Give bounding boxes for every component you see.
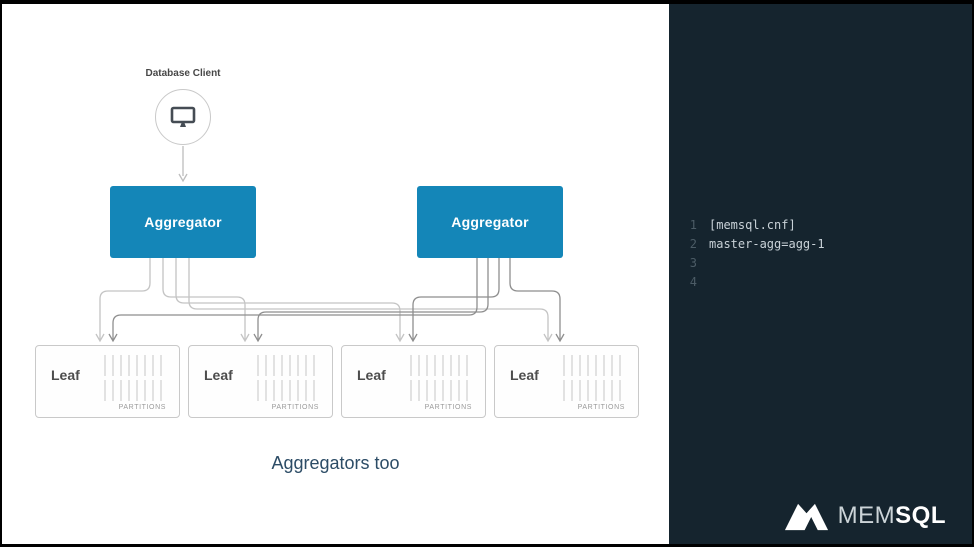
arrowhead-dark-leaf1 — [108, 333, 118, 343]
memsql-logo-icon — [784, 503, 828, 531]
line-number: 3 — [689, 256, 697, 270]
code-line: 1 [memsql.cnf] — [683, 216, 825, 235]
leaf-label: Leaf — [51, 367, 80, 383]
leaf-node-2: Leaf PARTITIONS — [188, 345, 333, 418]
code-text: [memsql.cnf] — [709, 218, 796, 232]
client-arrow — [178, 146, 188, 183]
arrowhead-light-leaf3 — [395, 333, 405, 343]
code-text: master-agg=agg-1 — [709, 237, 825, 251]
connector-lines — [95, 146, 565, 343]
connector-rightagg-leaf3 — [412, 258, 500, 340]
leaf-label: Leaf — [510, 367, 539, 383]
line-number: 1 — [689, 218, 697, 232]
aggregator-node-left: Aggregator — [110, 186, 256, 258]
arrowhead-dark-leaf4 — [555, 333, 565, 343]
monitor-icon — [170, 106, 196, 127]
code-line: 2 master-agg=agg-1 — [683, 235, 825, 254]
leaf-label: Leaf — [357, 367, 386, 383]
partitions-label: PARTITIONS — [577, 404, 625, 411]
leaf-node-4: Leaf PARTITIONS — [494, 345, 639, 418]
arrowhead-light-leaf2 — [240, 333, 250, 343]
aggregator-node-right: Aggregator — [417, 186, 563, 258]
arrowhead-dark-leaf3 — [408, 333, 418, 343]
slide: Database Client Aggregator Aggregator Le… — [2, 4, 972, 544]
partition-bars — [257, 355, 319, 402]
connector-leftagg-leaf3 — [175, 258, 401, 340]
left-aggregator-connectors — [95, 258, 553, 343]
leaf-label: Leaf — [204, 367, 233, 383]
connector-leftagg-leaf2 — [162, 258, 246, 340]
partition-bars — [104, 355, 166, 402]
connector-rightagg-leaf1 — [112, 258, 478, 340]
logo-text-sql: SQL — [895, 502, 946, 529]
arrowhead-light-leaf4 — [543, 333, 553, 343]
connector-leftagg-leaf1 — [99, 258, 151, 340]
database-client-node — [155, 89, 211, 145]
connector-leftagg-leaf4 — [188, 258, 549, 340]
connector-rightagg-leaf2 — [257, 258, 489, 340]
arrowhead-light-leaf1 — [95, 333, 105, 343]
arrowhead-dark-leaf2 — [253, 333, 263, 343]
database-client-label: Database Client — [145, 68, 221, 79]
logo-text-mem: MEM — [837, 502, 896, 529]
partitions-label: PARTITIONS — [118, 404, 166, 411]
slide-caption: Aggregators too — [271, 453, 400, 473]
code-line: 4 — [683, 273, 825, 292]
connector-rightagg-leaf4 — [509, 258, 561, 340]
partition-bars — [563, 355, 625, 402]
code-editor: 1 [memsql.cnf] 2 master-agg=agg-1 3 4 — [683, 216, 825, 292]
leaf-node-3: Leaf PARTITIONS — [341, 345, 486, 418]
partitions-label: PARTITIONS — [424, 404, 472, 411]
leaf-node-1: Leaf PARTITIONS — [35, 345, 180, 418]
right-aggregator-connectors — [108, 258, 565, 343]
code-line: 3 — [683, 254, 825, 273]
partition-bars — [410, 355, 472, 402]
line-number: 2 — [689, 237, 697, 251]
line-number: 4 — [689, 275, 697, 289]
partitions-label: PARTITIONS — [271, 404, 319, 411]
